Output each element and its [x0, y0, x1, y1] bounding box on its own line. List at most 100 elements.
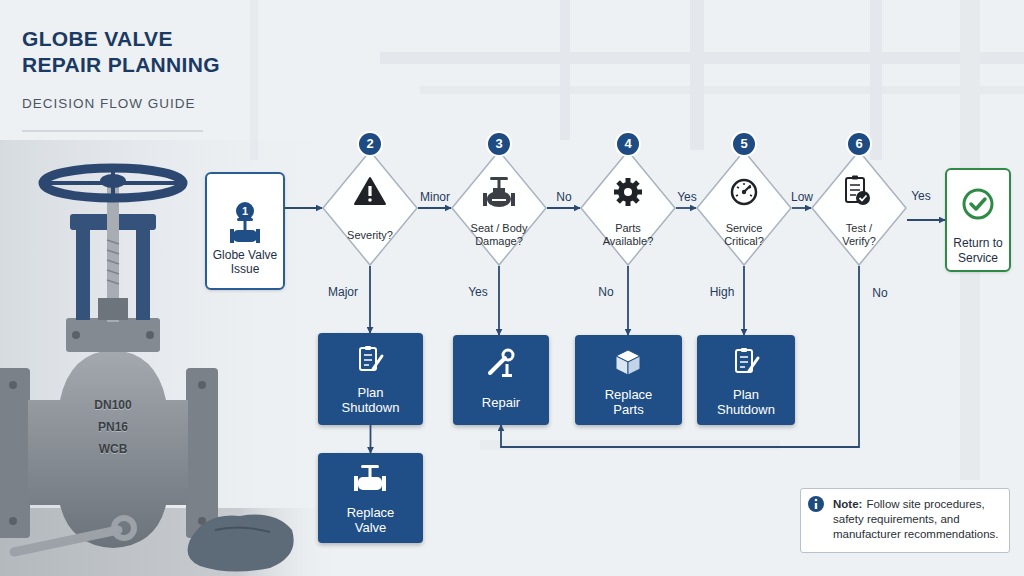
gauge-needle — [744, 186, 750, 192]
action-box: Replace Valve — [318, 453, 423, 543]
driver-shaft — [506, 364, 509, 375]
flange-bolt — [9, 381, 17, 389]
end-box: Return to Service — [945, 168, 1011, 272]
diamond-outline — [811, 150, 907, 266]
gear-tooth — [616, 180, 624, 188]
edge-label: No — [556, 190, 571, 204]
body-marking: DN100 — [94, 398, 131, 412]
node-label: Service Critical? — [714, 214, 774, 256]
flow-connector — [370, 425, 372, 453]
background-pipes — [250, 0, 1024, 480]
icon-part — [233, 230, 257, 242]
diamond-shape — [452, 151, 546, 265]
icon-part — [230, 229, 234, 243]
flow-connector — [743, 266, 745, 335]
plan-icon — [736, 348, 758, 372]
gear-tooth — [626, 178, 631, 185]
decision-diamond: 5Service Critical? — [696, 150, 792, 266]
step-number: 4 — [617, 133, 639, 155]
valve-bonnet — [66, 318, 160, 352]
handwheel-spoke — [48, 181, 178, 185]
gauge-ticks — [736, 183, 752, 196]
action-box: Replace Parts — [575, 335, 682, 425]
clipboard-lines — [364, 355, 372, 365]
edge-label: Yes — [468, 285, 488, 299]
pipe — [870, 0, 882, 160]
diamond-shape — [697, 151, 791, 265]
valve-stem — [107, 176, 119, 322]
valve-icon — [230, 218, 260, 243]
flow-connector — [285, 207, 322, 209]
info-dot — [815, 499, 818, 502]
clipboard — [736, 350, 752, 372]
decision-diamond: 2Severity? — [322, 150, 418, 266]
decision-diamond: 6Test / Verify? — [811, 150, 907, 266]
clipboard — [846, 178, 864, 202]
node-label: Return to Service — [947, 236, 1009, 266]
step-number: 2 — [359, 133, 381, 155]
step-number: 3 — [488, 133, 510, 155]
clipboard-clip — [852, 176, 858, 180]
action-box: Repair — [453, 335, 549, 425]
stem-thread — [107, 240, 119, 284]
icon-part — [369, 467, 372, 478]
wrench-jaw — [114, 518, 134, 538]
subtitle: DECISION FLOW GUIDE — [22, 96, 196, 111]
plan-icon — [360, 346, 382, 370]
flow-connector — [792, 207, 811, 209]
glove-seam — [215, 527, 270, 532]
clipboard-clip — [741, 348, 747, 352]
bonnet-bolt — [146, 331, 154, 339]
workbench — [0, 508, 340, 576]
globe-valve-illustration — [0, 168, 340, 576]
valve-flange — [0, 368, 30, 538]
check-circle — [964, 190, 992, 218]
node-label: Plan Shutdown — [697, 383, 795, 421]
box-side — [616, 356, 628, 375]
gear-wheel — [618, 182, 638, 202]
gear-tooth — [635, 190, 642, 195]
icon-part — [355, 178, 385, 204]
icon-part — [358, 477, 382, 490]
icon-part — [237, 218, 253, 221]
pencil — [373, 356, 382, 369]
valve-gland — [98, 298, 128, 320]
box-side — [628, 356, 640, 375]
pencil — [749, 358, 758, 371]
gear-tooth — [616, 195, 624, 203]
flow-connector — [501, 266, 859, 447]
title-rule — [22, 131, 203, 132]
node-label: Replace Valve — [318, 501, 423, 539]
start-box: 1Globe Valve Issue — [205, 172, 285, 290]
flow-connector — [418, 207, 451, 209]
pipe — [420, 86, 1024, 94]
pipe — [380, 52, 1024, 64]
clipboard-clip — [365, 346, 371, 350]
repair-tools-icon — [490, 350, 513, 377]
icon-part — [487, 191, 511, 207]
node-label: Repair — [453, 383, 549, 421]
valve-flange — [186, 368, 218, 538]
decision-diamond: 3Seat / Body Damage? — [451, 150, 547, 266]
body-marking: WCB — [99, 442, 128, 456]
icon-part — [498, 179, 501, 190]
action-box: Plan Shutdown — [697, 335, 795, 425]
diamond-shape — [323, 151, 417, 265]
check-badge — [856, 191, 870, 205]
flow-connector — [369, 266, 371, 333]
diamond-shape — [812, 151, 906, 265]
body-marking: PN16 — [98, 420, 128, 434]
valve-yoke — [76, 226, 90, 320]
gauge-hub — [742, 190, 746, 194]
wrench-handle — [490, 358, 505, 373]
node-label: Seat / Body Damage? — [469, 214, 529, 256]
pipe — [560, 0, 570, 140]
warning-icon — [355, 178, 385, 204]
action-box: Plan Shutdown — [318, 333, 423, 425]
bonnet-bolt — [72, 331, 80, 339]
icon-part — [492, 199, 506, 201]
step-number: 1 — [236, 202, 254, 220]
valve-body — [28, 350, 188, 548]
return-check-icon — [964, 190, 992, 218]
